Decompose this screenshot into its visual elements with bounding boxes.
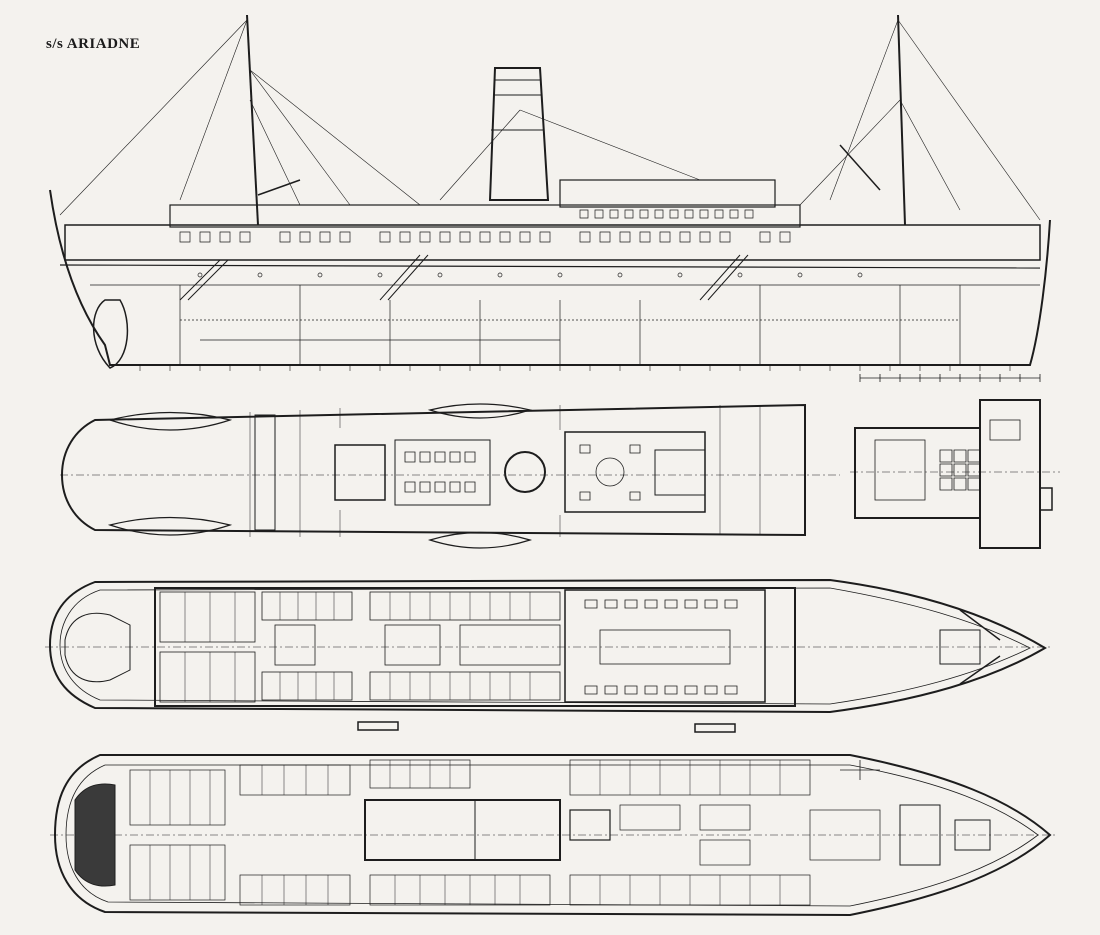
engine-casing xyxy=(364,799,561,861)
sheer-line xyxy=(59,264,1041,269)
main-mast xyxy=(897,14,906,226)
rudder xyxy=(92,299,129,369)
accommodation-ladders xyxy=(179,254,749,301)
fore-mast xyxy=(246,14,259,226)
engine-skylight xyxy=(334,444,386,501)
port-gangway xyxy=(357,721,399,731)
main-deck-outline xyxy=(53,754,1052,917)
bridge-wing-end xyxy=(1040,487,1053,511)
bow-windlass xyxy=(899,804,991,866)
bridge-wing xyxy=(654,449,706,496)
main-deck-staircase xyxy=(569,809,611,841)
forecastle-windlass xyxy=(939,629,981,665)
funnel xyxy=(488,67,550,201)
frame-ticks xyxy=(139,365,1011,371)
promenade-deckhouse xyxy=(169,204,801,228)
bow-beam-detail xyxy=(840,760,880,780)
funnel-bands xyxy=(491,79,544,131)
aft-steering-gear xyxy=(64,612,131,683)
boat-deck-seating xyxy=(404,444,641,501)
smoke-room xyxy=(394,439,491,506)
fore-derrick xyxy=(257,179,301,196)
drawing-title: s/s ARIADNE xyxy=(46,36,141,52)
bridge-deck-outline xyxy=(854,427,981,519)
cabin-subdivisions xyxy=(184,592,531,702)
chart-room-grid xyxy=(874,419,1021,501)
boat-deck-plan xyxy=(60,403,840,549)
stern-grating xyxy=(74,783,116,887)
promenade-deckhouse-plan xyxy=(154,587,796,707)
main-deck-inner xyxy=(65,764,1039,907)
promenade-deck-plan xyxy=(45,578,1050,733)
starboard-gangway xyxy=(694,723,736,733)
main-deck-cabins xyxy=(129,759,881,906)
side-elevation xyxy=(49,14,1051,382)
navigation-bridge-plan xyxy=(850,399,1060,549)
boat-deck-frames xyxy=(249,405,761,537)
promenade-deck-inner xyxy=(59,587,1031,705)
funnel-plan xyxy=(504,451,546,493)
main-deck-plan xyxy=(50,754,1055,917)
wheelhouse xyxy=(979,399,1041,549)
bulkheads xyxy=(179,285,961,365)
promenade-deck-outline xyxy=(48,578,1047,714)
upper-deckhouse xyxy=(559,179,776,208)
anchor-chains xyxy=(959,609,1001,685)
rigging xyxy=(59,19,1041,221)
cabin-blocks xyxy=(159,591,561,703)
dining-tables xyxy=(584,599,738,695)
windows xyxy=(179,209,863,278)
main-superstructure xyxy=(64,224,1041,261)
aft-derrick xyxy=(839,144,881,191)
stern-winch xyxy=(254,414,276,531)
lifeboats xyxy=(107,403,533,549)
boat-deck-outline xyxy=(60,403,806,537)
scale-bar xyxy=(859,374,1041,382)
dining-saloon xyxy=(564,589,766,703)
main-deck-berths xyxy=(149,760,781,905)
